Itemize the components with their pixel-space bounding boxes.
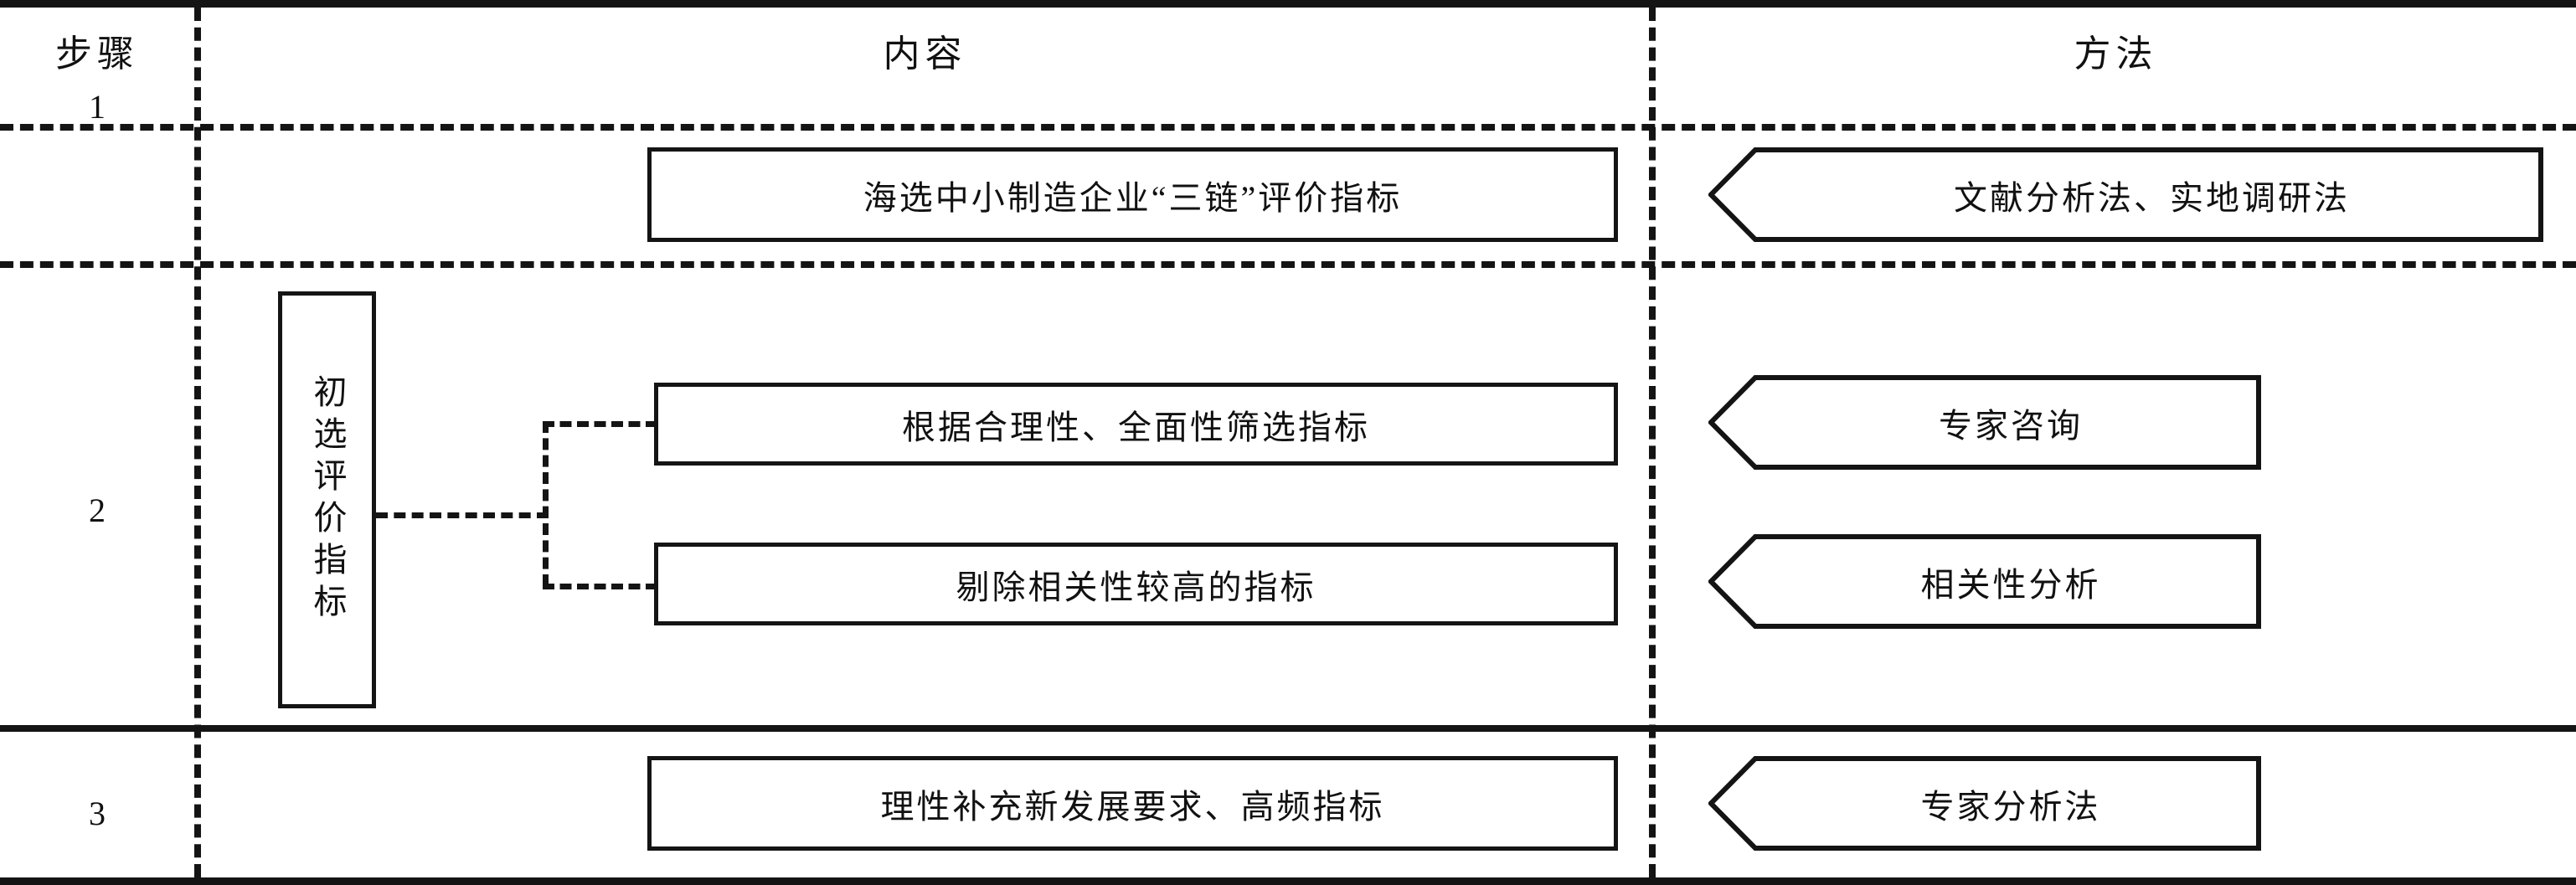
method-label-row2-first: 专家咨询 [1939,406,2083,445]
content-box-row3: 理性补充新发展要求、高频指标 [647,756,1618,851]
table-bottom-border [0,877,2576,885]
step-number-2: 2 [89,491,106,529]
connector-branch-upper [543,421,657,427]
column-divider-step-content [194,8,201,877]
table-top-border [0,0,2576,8]
step-number-1: 1 [89,88,106,126]
method-chevron-row3: 专家分析法 [1708,756,2261,851]
group-label-box-row2: 初选评价指标 [278,291,376,708]
header-row-separator [0,124,2576,131]
method-chevron-row1: 文献分析法、实地调研法 [1708,147,2543,242]
method-chevron-row2-first: 专家咨询 [1708,375,2261,470]
method-label-row3: 专家分析法 [1920,787,2101,826]
row2-row3-separator [0,725,2576,732]
column-header-content: 内容 [883,33,967,75]
connector-spine [543,421,549,586]
method-label-row2-second: 相关性分析 [1920,565,2101,604]
step-number-3: 3 [89,795,106,832]
row1-row2-separator [0,261,2576,268]
method-chevron-row2-second: 相关性分析 [1708,534,2261,629]
column-divider-content-method [1649,8,1656,877]
column-header-step: 步骤 [55,33,139,75]
content-box-row2-first: 根据合理性、全面性筛选指标 [654,383,1618,466]
content-box-row2-second: 剔除相关性较高的指标 [654,543,1618,625]
group-label-text: 初选评价指标 [308,374,347,625]
content-box-row1: 海选中小制造企业“三链”评价指标 [647,147,1618,242]
method-label-row1: 文献分析法、实地调研法 [1954,178,2350,217]
connector-stem [376,512,549,518]
connector-branch-lower [543,584,657,589]
column-header-method: 方法 [2074,33,2158,75]
